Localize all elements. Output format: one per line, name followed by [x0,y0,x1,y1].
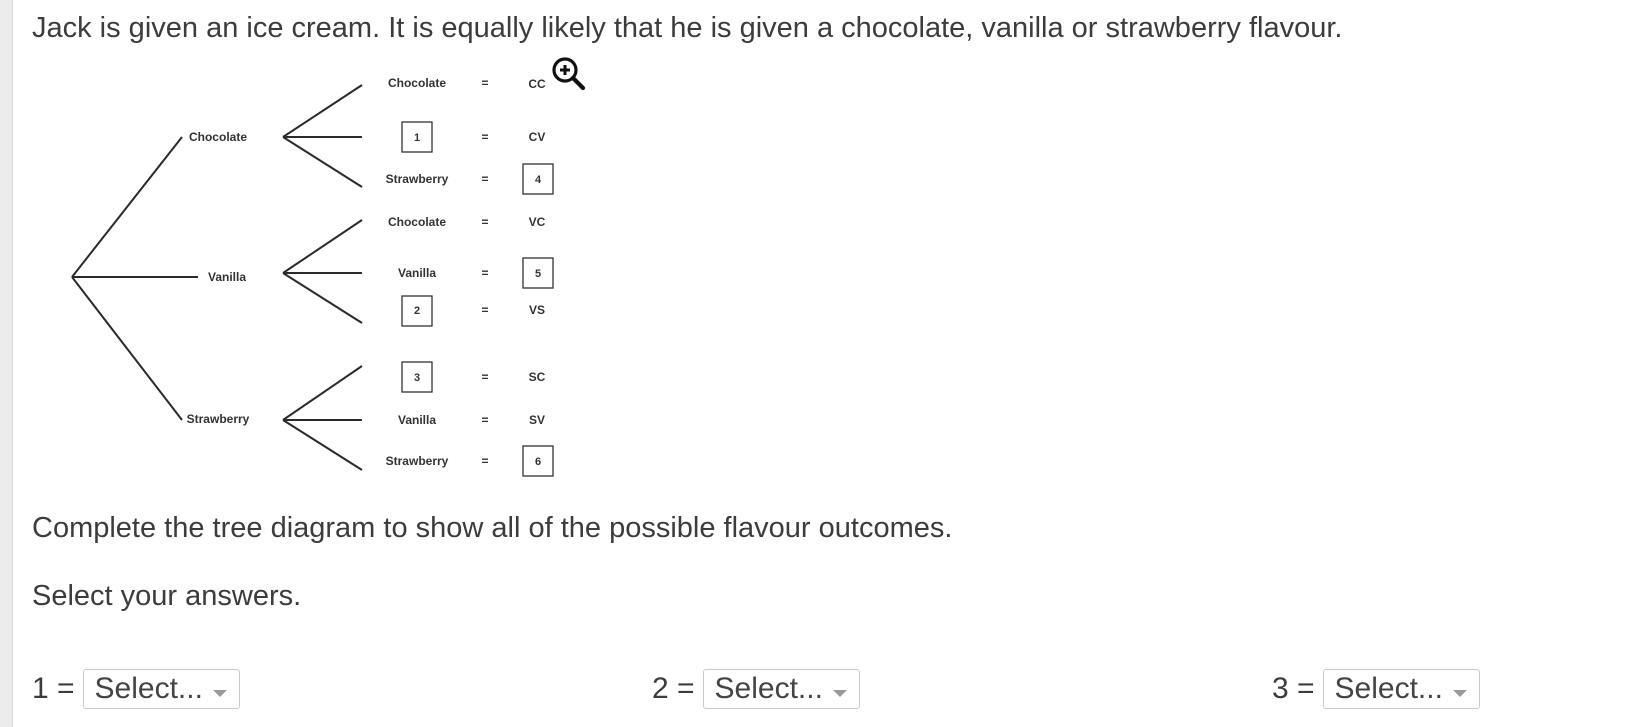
branch-line-c-c [282,84,363,138]
tree-diagram: Chocolate Vanilla Strawberry Chocolate =… [71,76,554,477]
equals-sign: = [481,215,488,229]
answer-box-1-number: 1 [414,132,420,144]
question-intro: Jack is given an ice cream. It is equall… [32,12,1343,44]
branch-line-v-c [282,219,363,274]
tree-first-level-lines [71,136,198,421]
second-branch-label: Strawberry [386,454,449,468]
chevron-down-icon [212,689,227,697]
answer-2: 2 = Select... [652,667,860,711]
equals-sign: = [481,370,488,384]
question-instruction: Complete the tree diagram to show all of… [32,512,953,544]
answer-box-2 [401,295,433,327]
question-panel [12,0,1628,727]
first-branch-strawberry: Strawberry [187,412,250,426]
outcome-label: VS [529,303,545,317]
answer-2-label: 2 = [652,672,695,705]
answer-box-3-number: 3 [414,372,420,384]
answer-box-5 [522,257,554,289]
chevron-down-icon [1452,689,1467,697]
chevron-down-icon [832,689,847,697]
answer-box-6 [522,445,554,477]
branch-line-s-c [282,365,363,421]
outcome-label: CC [528,77,546,91]
answer-box-1 [401,121,433,153]
answer-2-select-value: Select... [714,672,823,705]
answer-1-select[interactable]: Select... [82,669,240,709]
tree-second-level-lines [282,84,363,471]
equals-sign: = [481,172,488,186]
equals-sign: = [481,413,488,427]
select-prompt: Select your answers. [32,580,302,612]
outcome-label: VC [529,215,546,229]
second-branch-label: Chocolate [388,76,446,90]
answer-box-5-number: 5 [535,268,541,280]
equals-sign: = [481,130,488,144]
zoom-in-icon[interactable] [551,56,587,92]
answer-2-select[interactable]: Select... [702,669,860,709]
outcome-label: CV [529,130,546,144]
branch-line-s-s [282,419,363,471]
outcome-label: SC [529,370,546,384]
first-branch-chocolate: Chocolate [189,130,247,144]
answer-3: 3 = Select... [1272,667,1480,711]
equals-sign: = [481,76,488,90]
branch-line-strawberry [71,276,183,421]
answer-box-4-number: 4 [535,174,542,186]
equals-sign: = [481,266,488,280]
branch-line-chocolate [71,136,183,278]
answer-1: 1 = Select... [32,667,240,711]
answer-3-label: 3 = [1272,672,1315,705]
second-branch-label: Strawberry [386,172,449,186]
answer-3-select-value: Select... [1334,672,1443,705]
outcome-label: SV [529,413,545,427]
second-branch-label: Chocolate [388,215,446,229]
answer-1-label: 1 = [32,672,75,705]
answer-3-select[interactable]: Select... [1322,669,1480,709]
answer-box-6-number: 6 [535,456,541,468]
branch-line-v-s [282,272,363,324]
answer-1-select-value: Select... [94,672,203,705]
second-branch-label: Vanilla [398,413,436,427]
second-branch-label: Vanilla [398,266,436,280]
equals-sign: = [481,454,488,468]
answer-box-2-number: 2 [414,305,420,317]
answer-box-3 [401,361,433,393]
branch-line-c-s [282,136,363,188]
first-branch-vanilla: Vanilla [208,270,246,284]
answer-box-4 [522,163,554,195]
equals-sign: = [481,303,488,317]
